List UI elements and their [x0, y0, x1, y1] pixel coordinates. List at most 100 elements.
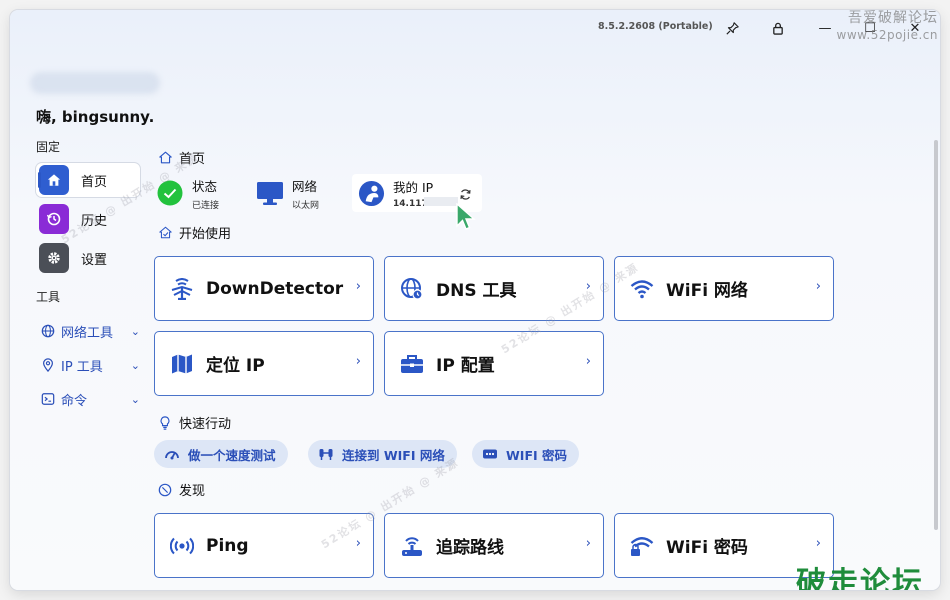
- mouse-cursor-icon: [456, 203, 476, 230]
- start-icon: [158, 226, 172, 240]
- card-traceroute[interactable]: 追踪路线 ›: [384, 513, 604, 578]
- user-avatar-blurred: [30, 72, 160, 94]
- forum-watermark-url: www.52pojie.cn: [836, 28, 938, 42]
- card-label: Ping: [206, 535, 249, 556]
- sidebar-item-label: 首页: [81, 174, 108, 190]
- title-bar: 8.5.2.2608 (Portable) — ☐ ✕: [10, 10, 940, 46]
- discover-icon: [158, 483, 172, 497]
- sidebar-item-settings[interactable]: 设置: [36, 241, 140, 275]
- card-locate-ip[interactable]: 定位 IP ›: [154, 331, 374, 396]
- card-wifi-password[interactable]: WiFi 密码 ›: [614, 513, 834, 578]
- speedometer-icon: [164, 446, 180, 462]
- toolbox-icon: [400, 352, 424, 376]
- sidebar-item-label: 设置: [81, 252, 108, 268]
- home-outline-icon: [158, 151, 172, 165]
- card-label: DownDetector: [206, 278, 344, 299]
- card-ip-config[interactable]: IP 配置 ›: [384, 331, 604, 396]
- sidebar-item-commands[interactable]: 命令 ⌄: [40, 387, 140, 411]
- pinned-section-label: 固定: [36, 140, 61, 154]
- globe-icon: [40, 323, 56, 339]
- router-icon: [400, 534, 424, 558]
- chevron-right-icon: ›: [355, 354, 361, 369]
- globe-person-icon: [357, 179, 385, 207]
- maximize-button[interactable]: ☐: [864, 20, 876, 36]
- chevron-right-icon: ›: [815, 536, 821, 551]
- gear-icon: [39, 243, 69, 273]
- status-title: 我的 IP: [393, 180, 434, 195]
- discover-heading-text: 发现: [179, 484, 206, 499]
- chevron-right-icon: ›: [585, 536, 591, 551]
- status-network: 网络 以太网: [256, 174, 319, 212]
- card-label: IP 配置: [436, 356, 495, 376]
- status-title: 状态: [192, 178, 218, 194]
- sidebar-item-ip-tools[interactable]: IP 工具 ⌄: [40, 353, 140, 377]
- card-wifi-networks[interactable]: WiFi 网络 ›: [614, 256, 834, 321]
- location-pin-icon: [40, 357, 56, 373]
- quick-actions-heading: 快速行动: [158, 413, 231, 432]
- history-icon: [39, 204, 69, 234]
- quick-action-speed-test[interactable]: 做一个速度测试: [154, 440, 288, 468]
- brand-watermark: 破走论坛: [796, 566, 924, 590]
- quick-action-wifi-password[interactable]: WIFI 密码: [472, 440, 579, 468]
- my-ip-box[interactable]: 我的 IP 14.117.: [352, 174, 482, 212]
- broadcast-icon: [170, 277, 194, 301]
- map-icon: [170, 352, 194, 376]
- command-icon: [40, 391, 56, 407]
- scrollbar[interactable]: [934, 140, 938, 530]
- chevron-right-icon: ›: [355, 536, 361, 551]
- home-heading: 首页: [158, 148, 205, 167]
- sidebar-item-label: 网络工具: [61, 325, 114, 341]
- lightbulb-icon: [158, 415, 172, 430]
- forum-watermark: 吾爱破解论坛 www.52pojie.cn: [837, 10, 938, 44]
- quick-actions-heading-text: 快速行动: [179, 417, 232, 432]
- monitor-icon: [256, 179, 284, 207]
- card-dns-tools[interactable]: DNS 工具 ›: [384, 256, 604, 321]
- home-icon: [39, 165, 69, 195]
- card-label: DNS 工具: [436, 281, 517, 301]
- sidebar-item-history[interactable]: 历史: [36, 202, 140, 236]
- ping-icon: [170, 534, 194, 558]
- forum-watermark-cn: 吾爱破解论坛: [848, 10, 938, 26]
- wifi-lock-icon: [630, 534, 654, 558]
- chevron-right-icon: ›: [815, 279, 821, 294]
- close-button[interactable]: ✕: [909, 20, 921, 36]
- sidebar-item-network-tools[interactable]: 网络工具 ⌄: [40, 319, 140, 343]
- app-window: 8.5.2.2608 (Portable) — ☐ ✕ 吾爱破解论坛 www.5…: [10, 10, 940, 590]
- card-label: WiFi 密码: [666, 538, 748, 558]
- discover-heading: 发现: [158, 480, 205, 499]
- card-label: 追踪路线: [436, 538, 504, 558]
- status-title: 网络: [292, 178, 318, 194]
- ip-address-text: 14.117.: [393, 199, 432, 209]
- quick-action-label: 做一个速度测试: [188, 447, 276, 463]
- home-heading-text: 首页: [179, 152, 206, 167]
- status-connection: 状态 已连接: [156, 174, 219, 212]
- quick-action-label: WIFI 密码: [506, 447, 567, 463]
- sidebar-item-home[interactable]: 首页: [36, 163, 140, 197]
- chevron-down-icon: ⌄: [130, 392, 140, 406]
- greeting-text: 嗨, bingsunny.: [36, 108, 155, 126]
- chevron-down-icon: ⌄: [130, 324, 140, 338]
- start-heading-text: 开始使用: [179, 227, 232, 242]
- chevron-right-icon: ›: [585, 279, 591, 294]
- card-ping[interactable]: Ping ›: [154, 513, 374, 578]
- check-circle-icon: [156, 179, 184, 207]
- refresh-icon[interactable]: [459, 186, 472, 205]
- start-heading: 开始使用: [158, 223, 231, 242]
- card-label: WiFi 网络: [666, 281, 748, 301]
- sidebar-item-label: 命令: [61, 393, 88, 409]
- ip-redaction: [424, 197, 458, 206]
- card-downdetector[interactable]: DownDetector ›: [154, 256, 374, 321]
- chevron-right-icon: ›: [355, 279, 361, 294]
- quick-action-connect-wifi[interactable]: 连接到 WIFI 网络: [308, 440, 457, 468]
- card-label: 定位 IP: [206, 356, 265, 376]
- version-label: 8.5.2.2608 (Portable): [598, 21, 713, 32]
- password-icon: [482, 446, 498, 462]
- pin-icon[interactable]: [722, 18, 742, 38]
- connect-icon: [318, 446, 334, 462]
- chevron-right-icon: ›: [585, 354, 591, 369]
- wifi-icon: [630, 277, 654, 301]
- sidebar-item-label: IP 工具: [61, 359, 103, 375]
- lock-icon[interactable]: [768, 18, 788, 38]
- minimize-button[interactable]: —: [818, 20, 832, 36]
- status-sub: 以太网: [292, 200, 320, 211]
